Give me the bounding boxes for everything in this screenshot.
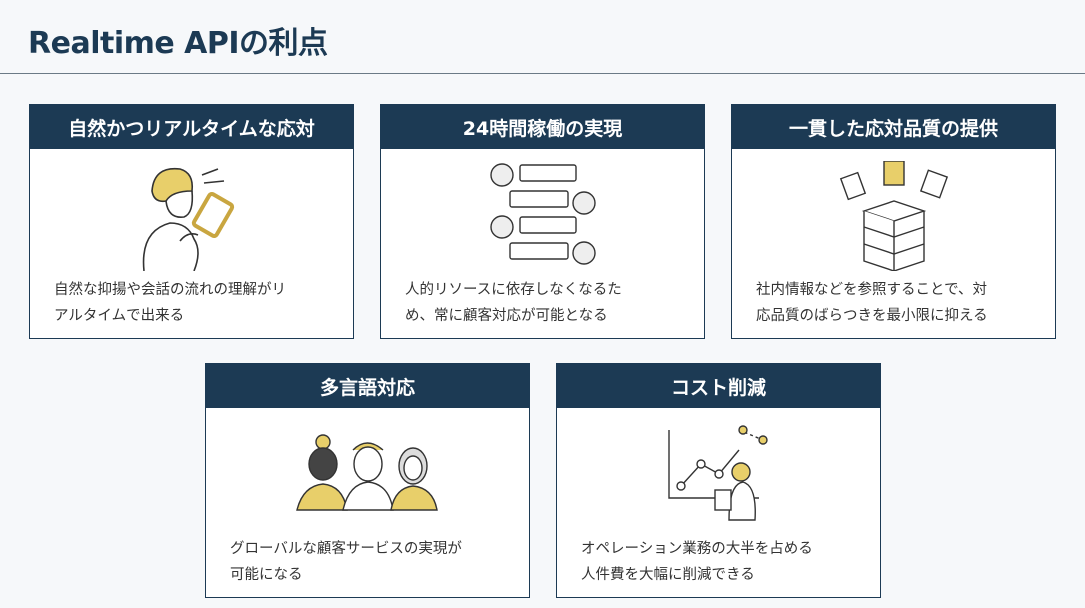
growth-chart-person-icon	[557, 420, 880, 530]
card-heading: 多言語対応	[206, 364, 529, 408]
card-cost-reduction: コスト削減 オペレーション業務の大半を占める人件費を大幅に削減できる	[556, 363, 881, 598]
card-24h: 24時間稼働の実現 人的リソースに依存しなくなるため、常に顧客対応が可能となる	[380, 104, 705, 339]
card-heading: 24時間稼働の実現	[381, 105, 704, 149]
desc-line: 社内情報などを参照することで、対	[756, 282, 987, 298]
desc-line: グローバルな顧客サービスの実現が	[230, 541, 462, 557]
card-description: 自然な抑揚や会話の流れの理解がリアルタイムで出来る	[54, 277, 337, 329]
card-consistent-quality: 一貫した応対品質の提供 社内情報などを参照することで、対応品質のばらつきを最小限…	[731, 104, 1056, 339]
card-description: 人的リソースに依存しなくなるため、常に顧客対応が可能となる	[405, 277, 688, 329]
card-description: グローバルな顧客サービスの実現が可能になる	[230, 536, 513, 588]
card-description: 社内情報などを参照することで、対応品質のばらつきを最小限に抑える	[756, 277, 1039, 329]
chat-bubbles-icon	[381, 161, 704, 271]
page-title: Realtime APIの利点	[28, 26, 328, 61]
card-multilingual: 多言語対応 グローバルな顧客サービスの実現が可能になる	[205, 363, 530, 598]
three-people-icon	[206, 420, 529, 530]
card-natural-response: 自然かつリアルタイムな応対 自然な抑揚や会話の流れの理解がリアルタイムで出来る	[29, 104, 354, 339]
card-description: オペレーション業務の大半を占める人件費を大幅に削減できる	[581, 536, 864, 588]
card-heading: コスト削減	[557, 364, 880, 408]
person-tablet-icon	[30, 161, 353, 271]
title-divider	[0, 73, 1085, 74]
server-documents-icon	[732, 161, 1055, 271]
desc-line: 自然な抑揚や会話の流れの理解がリ	[54, 282, 286, 298]
desc-line: 人件費を大幅に削減できる	[581, 567, 755, 583]
desc-line: 可能になる	[230, 567, 303, 583]
card-heading: 一貫した応対品質の提供	[732, 105, 1055, 149]
desc-line: アルタイムで出来る	[54, 308, 185, 324]
desc-line: め、常に顧客対応が可能となる	[405, 308, 608, 324]
card-heading: 自然かつリアルタイムな応対	[30, 105, 353, 149]
desc-line: オペレーション業務の大半を占める	[581, 541, 813, 557]
desc-line: 応品質のばらつきを最小限に抑える	[756, 308, 988, 324]
desc-line: 人的リソースに依存しなくなるた	[405, 282, 622, 298]
